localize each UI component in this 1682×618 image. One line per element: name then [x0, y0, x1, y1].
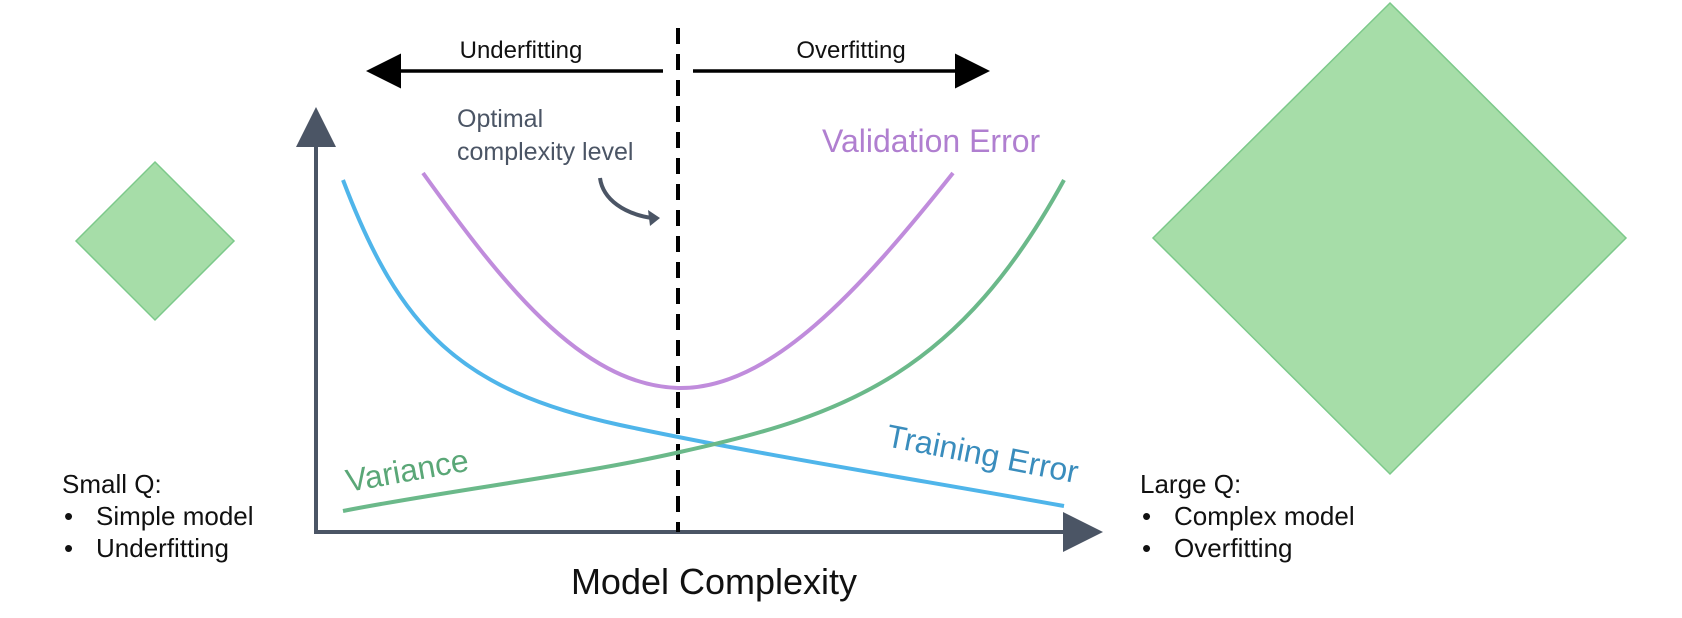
- small-q-item-underfitting: Underfitting: [62, 532, 254, 564]
- large-q-caption: Large Q: Complex model Overfitting: [1140, 468, 1355, 564]
- small-model-diamond-icon: [74, 160, 236, 322]
- large-model-diamond-icon: [1151, 1, 1628, 476]
- large-q-list: Complex model Overfitting: [1140, 500, 1355, 564]
- large-q-item-overfitting: Overfitting: [1140, 532, 1355, 564]
- large-q-item-complex-model: Complex model: [1140, 500, 1355, 532]
- small-q-item-simple-model: Simple model: [62, 500, 254, 532]
- underfitting-label: Underfitting: [460, 37, 583, 64]
- validation-error-label: Validation Error: [822, 123, 1041, 159]
- optimal-annotation-line1: Optimal: [457, 105, 543, 133]
- small-q-caption: Small Q: Simple model Underfitting: [62, 468, 254, 564]
- variance-curve: [342, 179, 1066, 513]
- optimal-annotation-arrowhead: [648, 210, 660, 226]
- validation-error-curve: [421, 171, 955, 391]
- training-error-curve: [341, 179, 1065, 508]
- overfitting-label: Overfitting: [796, 37, 905, 64]
- small-q-title: Small Q:: [62, 469, 162, 499]
- optimal-annotation-line2: complexity level: [457, 138, 633, 166]
- optimal-annotation-arrow: [598, 177, 653, 220]
- small-q-list: Simple model Underfitting: [62, 500, 254, 564]
- large-q-title: Large Q:: [1140, 469, 1242, 499]
- x-axis-title: Model Complexity: [571, 561, 857, 602]
